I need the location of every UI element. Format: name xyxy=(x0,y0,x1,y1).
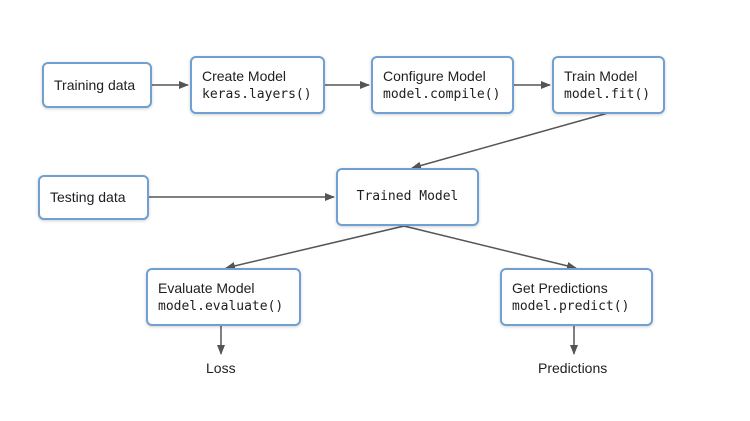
create-model-label: Create Model xyxy=(202,67,287,84)
train-model-code: model.fit() xyxy=(564,86,651,102)
arrow-trained-to-predictions xyxy=(403,225,577,270)
loss-output-label: Loss xyxy=(206,360,236,376)
trained-model-code: Trained Model xyxy=(356,189,459,204)
training-data-label: Training data xyxy=(54,76,136,93)
configure-model-node: Configure Model model.compile() xyxy=(371,56,514,114)
configure-model-label: Configure Model xyxy=(383,67,486,84)
train-model-node: Train Model model.fit() xyxy=(552,56,665,114)
configure-model-code: model.compile() xyxy=(383,86,501,102)
trained-model-node: Trained Model xyxy=(336,168,479,226)
testing-data-label: Testing data xyxy=(50,189,126,205)
predictions-output-label: Predictions xyxy=(538,360,608,376)
training-data-node: Training data xyxy=(42,62,152,108)
testing-data-node: Testing data xyxy=(38,175,149,220)
get-predictions-node: Get Predictions model.predict() xyxy=(500,268,653,326)
evaluate-model-node: Evaluate Model model.evaluate() xyxy=(146,268,301,326)
evaluate-model-code: model.evaluate() xyxy=(158,298,284,314)
create-model-node: Create Model keras.layers() xyxy=(190,56,325,114)
create-model-code: keras.layers() xyxy=(202,86,312,102)
arrow-train-to-trained xyxy=(411,112,609,170)
get-predictions-code: model.predict() xyxy=(512,298,630,314)
train-model-label: Train Model xyxy=(564,67,638,84)
evaluate-model-label: Evaluate Model xyxy=(158,279,255,296)
get-predictions-label: Get Predictions xyxy=(512,279,608,296)
arrow-trained-to-evaluate xyxy=(225,225,405,270)
